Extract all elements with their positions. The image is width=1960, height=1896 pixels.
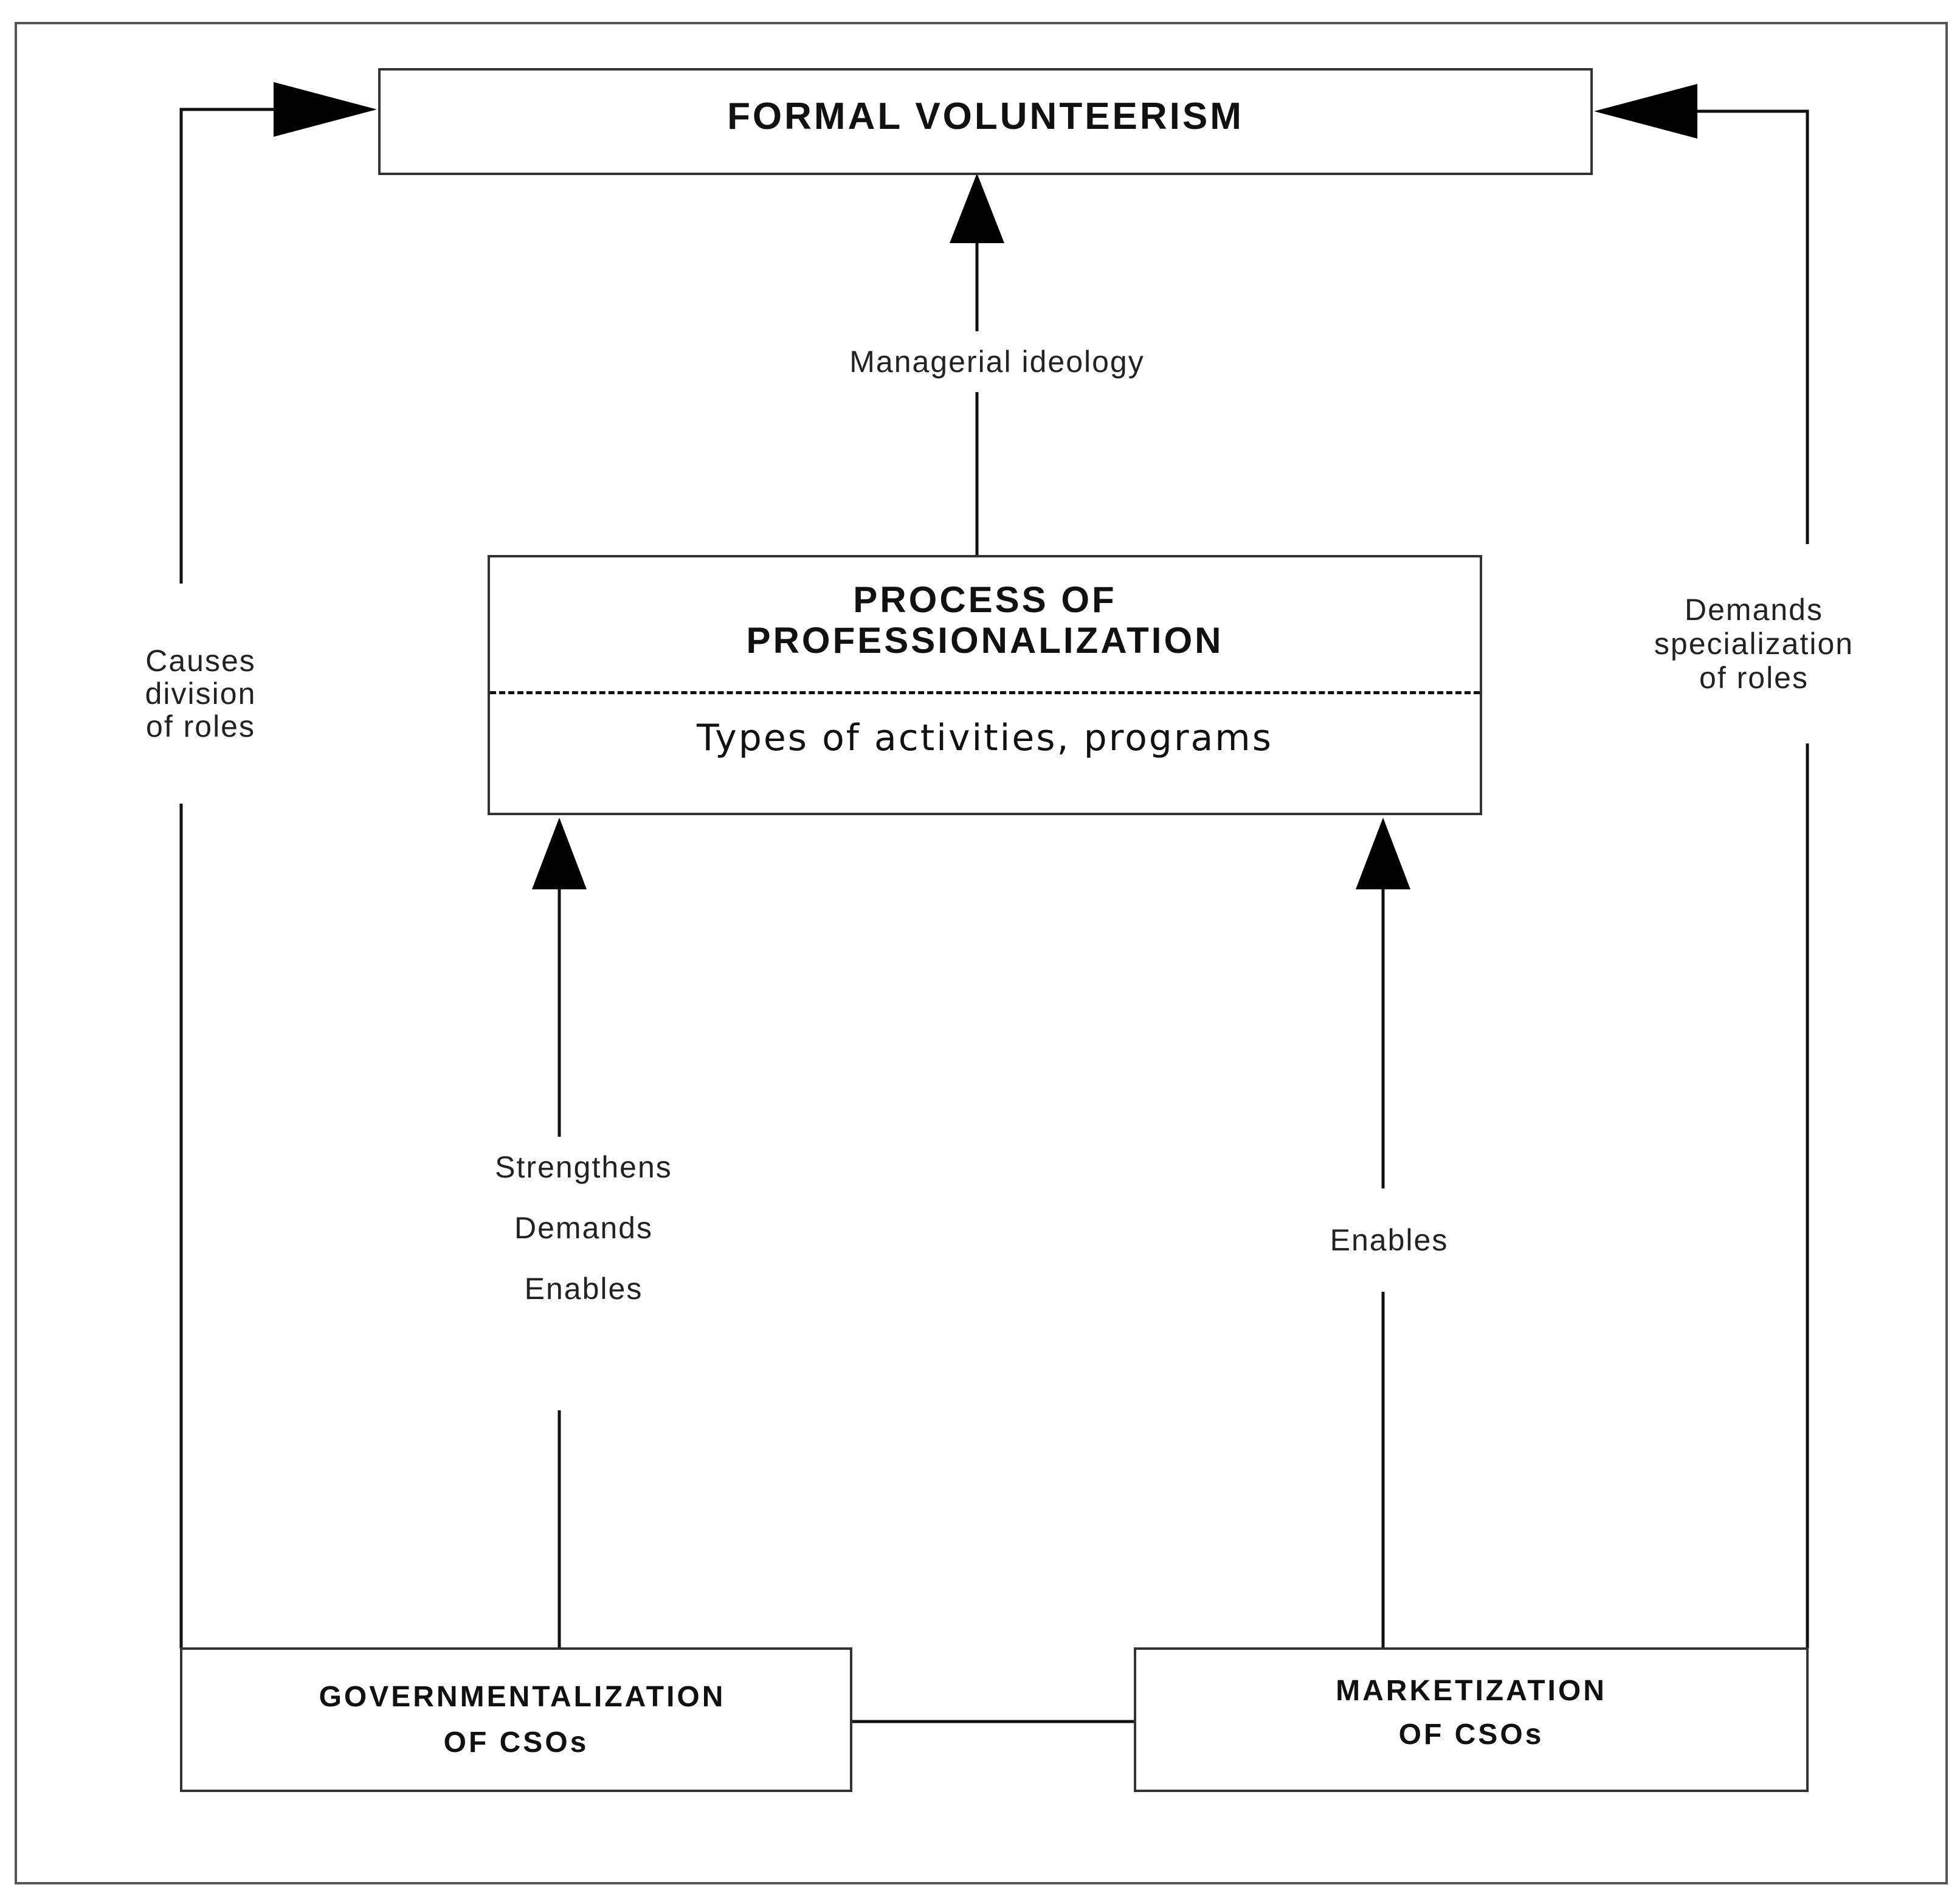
professionalization-box: PROCESS OF PROFESSIONALIZATION Types of … [488, 555, 1482, 815]
connector-left-loop [179, 108, 286, 1649]
label-gov-to-process: Strengthens Demands Enables [450, 1137, 717, 1410]
label-managerial-ideology: Managerial ideology [790, 331, 1204, 392]
governmentalization-line2: OF CSOs [443, 1726, 589, 1759]
professionalization-divider [490, 691, 1480, 694]
professionalization-title-line2: PROFESSIONALIZATION [746, 620, 1224, 661]
arrowhead-process-right [1356, 818, 1410, 889]
arrowhead-formal-right [1594, 84, 1697, 139]
label-causes-division: Causes division of roles [91, 584, 310, 804]
connector-right-loop [1696, 109, 1809, 1649]
arrowhead-formal-left [274, 82, 377, 137]
outer-frame [15, 22, 1948, 1884]
governmentalization-box: GOVERNMENTALIZATION OF CSOs [180, 1647, 852, 1792]
professionalization-title-line1: PROCESS OF [853, 579, 1117, 620]
label-market-to-process: Enables [1289, 1188, 1489, 1292]
marketization-line2: OF CSOs [1398, 1718, 1544, 1751]
arrowhead-formal-bottom [950, 173, 1004, 243]
formal-volunteerism-title: FORMAL VOLUNTEERISM [727, 95, 1244, 137]
arrowhead-process-left [532, 818, 587, 889]
label-demands-specialization: Demands specialization of roles [1614, 544, 1894, 743]
marketization-box: MARKETIZATION OF CSOs [1134, 1647, 1809, 1792]
formal-volunteerism-box: FORMAL VOLUNTEERISM [378, 68, 1593, 175]
professionalization-subtitle: Types of activities, programs [696, 717, 1274, 759]
marketization-line1: MARKETIZATION [1336, 1675, 1607, 1707]
governmentalization-line1: GOVERNMENTALIZATION [319, 1681, 726, 1713]
